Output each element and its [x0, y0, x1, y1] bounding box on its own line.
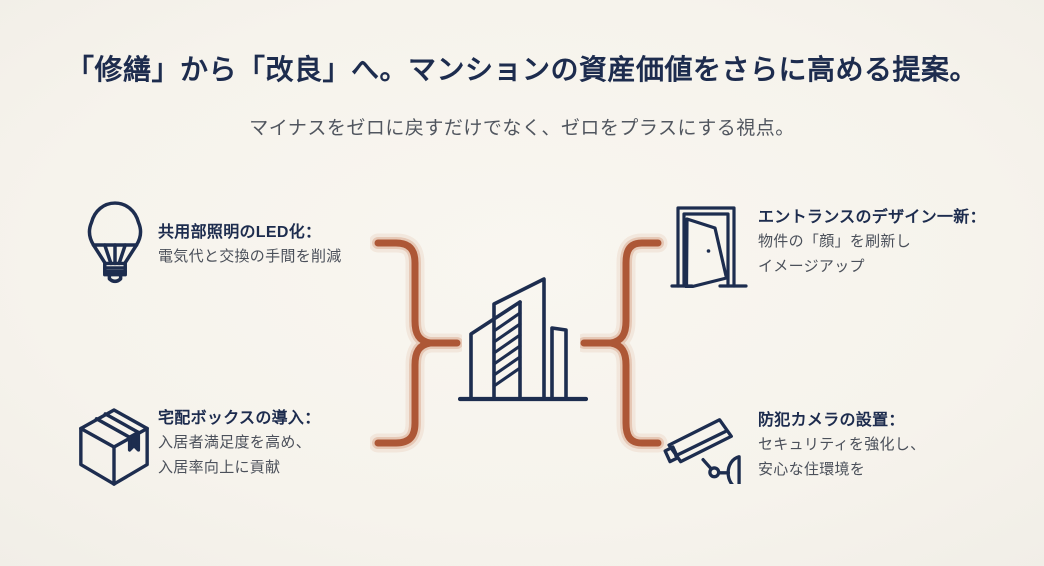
page-subtitle: マイナスをゼロに戻すだけでなく、ゼロをプラスにする視点。 — [249, 118, 795, 139]
item-delivery-box-line: 入居率向上に貢献 — [158, 458, 281, 476]
item-led-line: 電気代と交換の手間を削減 — [158, 248, 342, 265]
security-camera-icon — [663, 412, 749, 484]
right-curly-brace — [574, 233, 672, 455]
item-security-camera-line: セキュリティを強化し、 — [758, 436, 926, 453]
item-delivery-box-line: 入居者満足度を高め、 — [158, 434, 312, 451]
item-entrance-line: 物件の「顔」を刷新し — [758, 233, 912, 250]
item-entrance-line: イメージアップ — [758, 257, 865, 275]
item-entrance-title: エントランスのデザイン一新： — [758, 209, 986, 226]
item-security-camera-title: 防犯カメラの設置： — [758, 412, 905, 429]
page-title: 「修繕」から「改良」へ。マンションの資産価値をさらに高める提案。 — [65, 54, 978, 85]
building-icon — [458, 276, 588, 404]
item-entrance: エントランスのデザイン一新： 物件の「顔」を刷新し イメージアップ — [758, 206, 986, 279]
item-delivery-box-title: 宅配ボックスの導入： — [158, 410, 321, 427]
door-icon — [670, 202, 748, 288]
item-led-title: 共用部照明のLED化： — [158, 224, 322, 241]
package-box-icon — [75, 406, 153, 490]
item-security-camera: 防犯カメラの設置： セキュリティを強化し、 安心な住環境を — [758, 409, 925, 482]
led-bulb-icon — [83, 200, 147, 288]
item-delivery-box: 宅配ボックスの導入： 入居者満足度を高め、 入居率向上に貢献 — [158, 407, 321, 480]
item-security-camera-line: 安心な住環境を — [758, 460, 866, 478]
item-led: 共用部照明のLED化： 電気代と交換の手間を削減 — [158, 221, 342, 270]
left-curly-brace — [368, 233, 467, 455]
